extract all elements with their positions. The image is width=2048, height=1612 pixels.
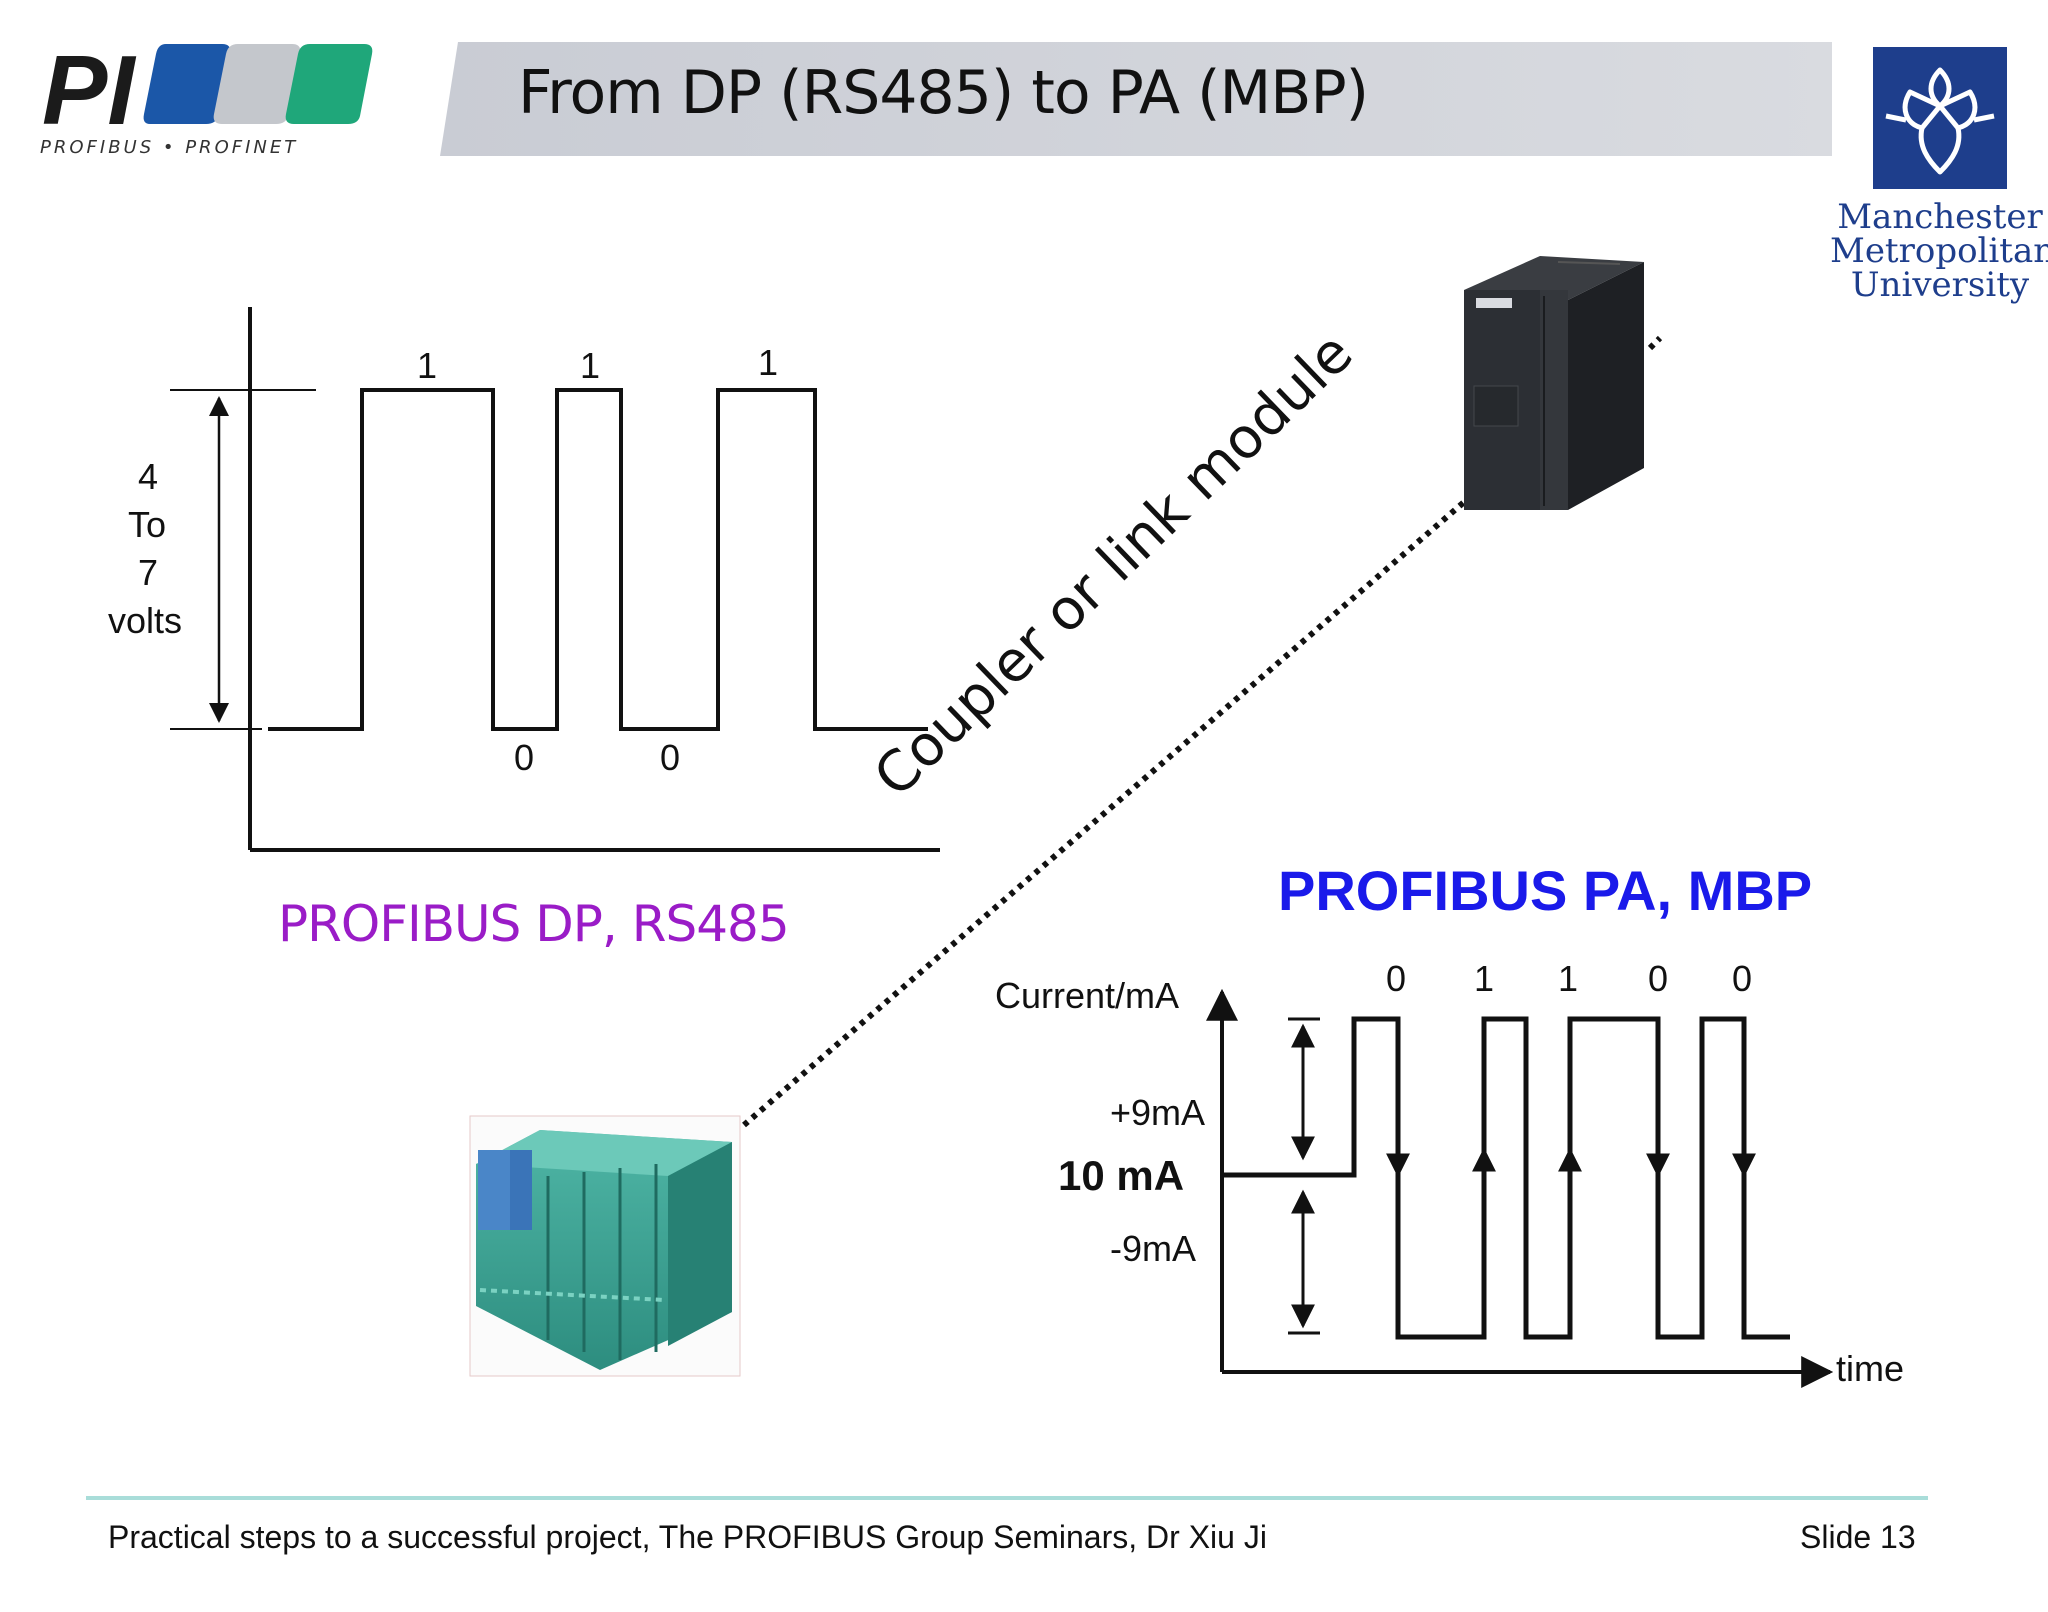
pi-logo-subtitle: PROFIBUS • PROFINET <box>40 137 299 158</box>
dp-voltage-label-4: volts <box>108 600 183 641</box>
profibus-logo: PI <box>42 35 373 145</box>
coupler-module-icon <box>1464 256 1644 510</box>
pa-plus-label: +9mA <box>1110 1092 1206 1133</box>
link-module-terminal-block-icon <box>469 1115 741 1377</box>
pa-bit-4: 0 <box>1648 958 1669 999</box>
pa-diagram-title: PROFIBUS PA, MBP <box>1278 859 1813 922</box>
pa-bit-5: 0 <box>1732 958 1753 999</box>
mmu-logo-line-2: Metropolitan <box>1830 231 2048 271</box>
pa-y-axis-label: Current/mA <box>995 975 1180 1016</box>
pa-waveform-diagram <box>1206 988 1834 1388</box>
dp-waveform-diagram <box>170 307 940 852</box>
pa-x-axis-label: time <box>1836 1348 1905 1389</box>
coupler-dotted-link-end <box>1647 335 1663 351</box>
dp-voltage-label-1: 4 <box>138 456 159 497</box>
mmu-logo-line-1: Manchester <box>1837 197 2043 237</box>
dp-voltage-label-3: 7 <box>138 552 159 593</box>
title-banner <box>440 42 1832 156</box>
pa-bit-2: 1 <box>1474 958 1495 999</box>
dp-bit-high-2: 1 <box>580 345 601 386</box>
page-title: From DP (RS485) to PA (MBP) <box>518 58 1369 128</box>
pi-logo-mark: PI <box>42 35 136 145</box>
dp-signal-line <box>268 388 928 731</box>
pa-bit-1: 0 <box>1386 958 1407 999</box>
pa-bit-3: 1 <box>1558 958 1579 999</box>
slide-number: Slide 13 <box>1800 1519 1916 1555</box>
dp-bit-low-2: 0 <box>660 737 681 778</box>
dp-diagram-title: PROFIBUS DP, RS485 <box>278 895 790 953</box>
pa-signal-line <box>1224 1016 1790 1340</box>
pa-baseline-label: 10 mA <box>1058 1152 1185 1199</box>
coupler-dotted-link <box>742 487 1480 1128</box>
footer-text: Practical steps to a successful project,… <box>108 1519 1267 1555</box>
pa-minus-label: -9mA <box>1110 1228 1197 1269</box>
mmu-logo-line-3: University <box>1850 265 2030 305</box>
dp-bit-high-1: 1 <box>417 345 438 386</box>
mmu-logo <box>1873 47 2007 189</box>
dp-bit-low-1: 0 <box>514 737 535 778</box>
dp-voltage-label-2: To <box>128 504 167 545</box>
dp-bit-high-3: 1 <box>758 342 779 383</box>
